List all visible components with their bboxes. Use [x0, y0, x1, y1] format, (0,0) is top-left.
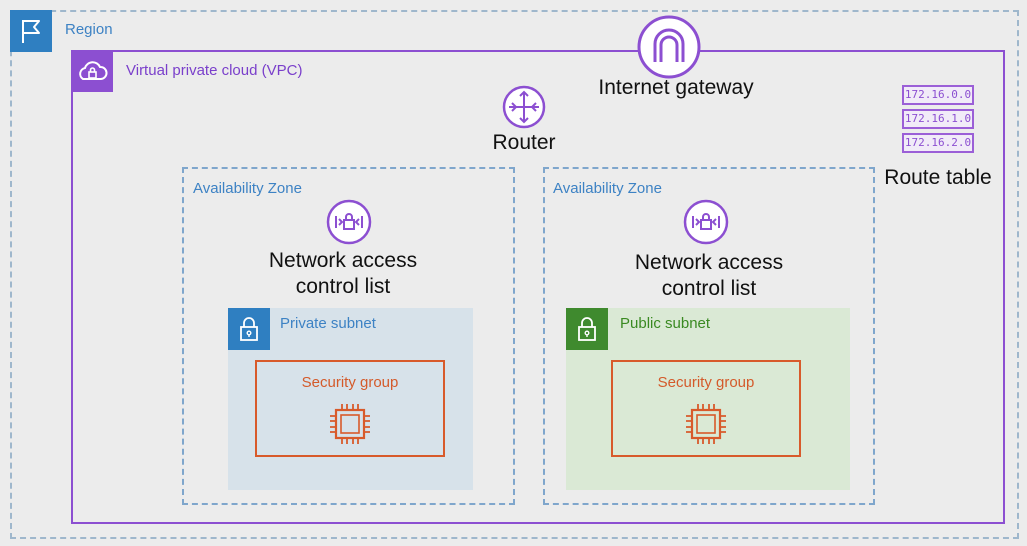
availability-zone-2	[543, 167, 875, 505]
network-acl-label: Network access control list	[243, 248, 443, 300]
lock-icon	[566, 308, 608, 350]
network-acl-icon	[326, 199, 372, 245]
route-table-entry: 172.16.1.0	[902, 109, 974, 129]
network-acl-label: Network access control list	[609, 250, 809, 302]
availability-zone-label: Availability Zone	[193, 180, 302, 197]
network-acl-label-line: Network access	[634, 251, 784, 274]
vpc-boundary	[71, 50, 1005, 524]
availability-zone-label: Availability Zone	[553, 180, 662, 197]
lock-icon	[228, 308, 270, 350]
ec2-instance-chip-icon	[682, 400, 730, 448]
security-group-1	[255, 360, 445, 457]
ec2-instance-chip-icon	[326, 400, 374, 448]
route-table-entry: 172.16.0.0	[902, 85, 974, 105]
router-label: Router	[492, 131, 556, 154]
vpc-cloud-icon	[71, 50, 113, 92]
route-table-entry: 172.16.2.0	[902, 133, 974, 153]
network-acl-icon	[683, 199, 729, 245]
private-subnet-label: Private subnet	[280, 315, 376, 332]
region-boundary	[10, 10, 1019, 539]
network-acl-label-line: control list	[661, 277, 757, 300]
vpc-label: Virtual private cloud (VPC)	[126, 62, 303, 79]
security-group-label: Security group	[301, 374, 399, 391]
network-acl-label-line: control list	[295, 275, 391, 298]
router-icon	[502, 85, 546, 129]
public-subnet-label: Public subnet	[620, 315, 711, 332]
security-group-2	[611, 360, 801, 457]
security-group-label: Security group	[657, 374, 755, 391]
route-table-label: Route table	[884, 166, 992, 189]
network-acl-label-line: Network access	[268, 249, 418, 272]
region-flag-icon	[10, 10, 52, 52]
internet-gateway-icon	[636, 14, 702, 80]
region-label: Region	[65, 21, 113, 38]
availability-zone-1	[182, 167, 515, 505]
internet-gateway-label: Internet gateway	[598, 76, 754, 99]
public-subnet	[566, 308, 850, 490]
